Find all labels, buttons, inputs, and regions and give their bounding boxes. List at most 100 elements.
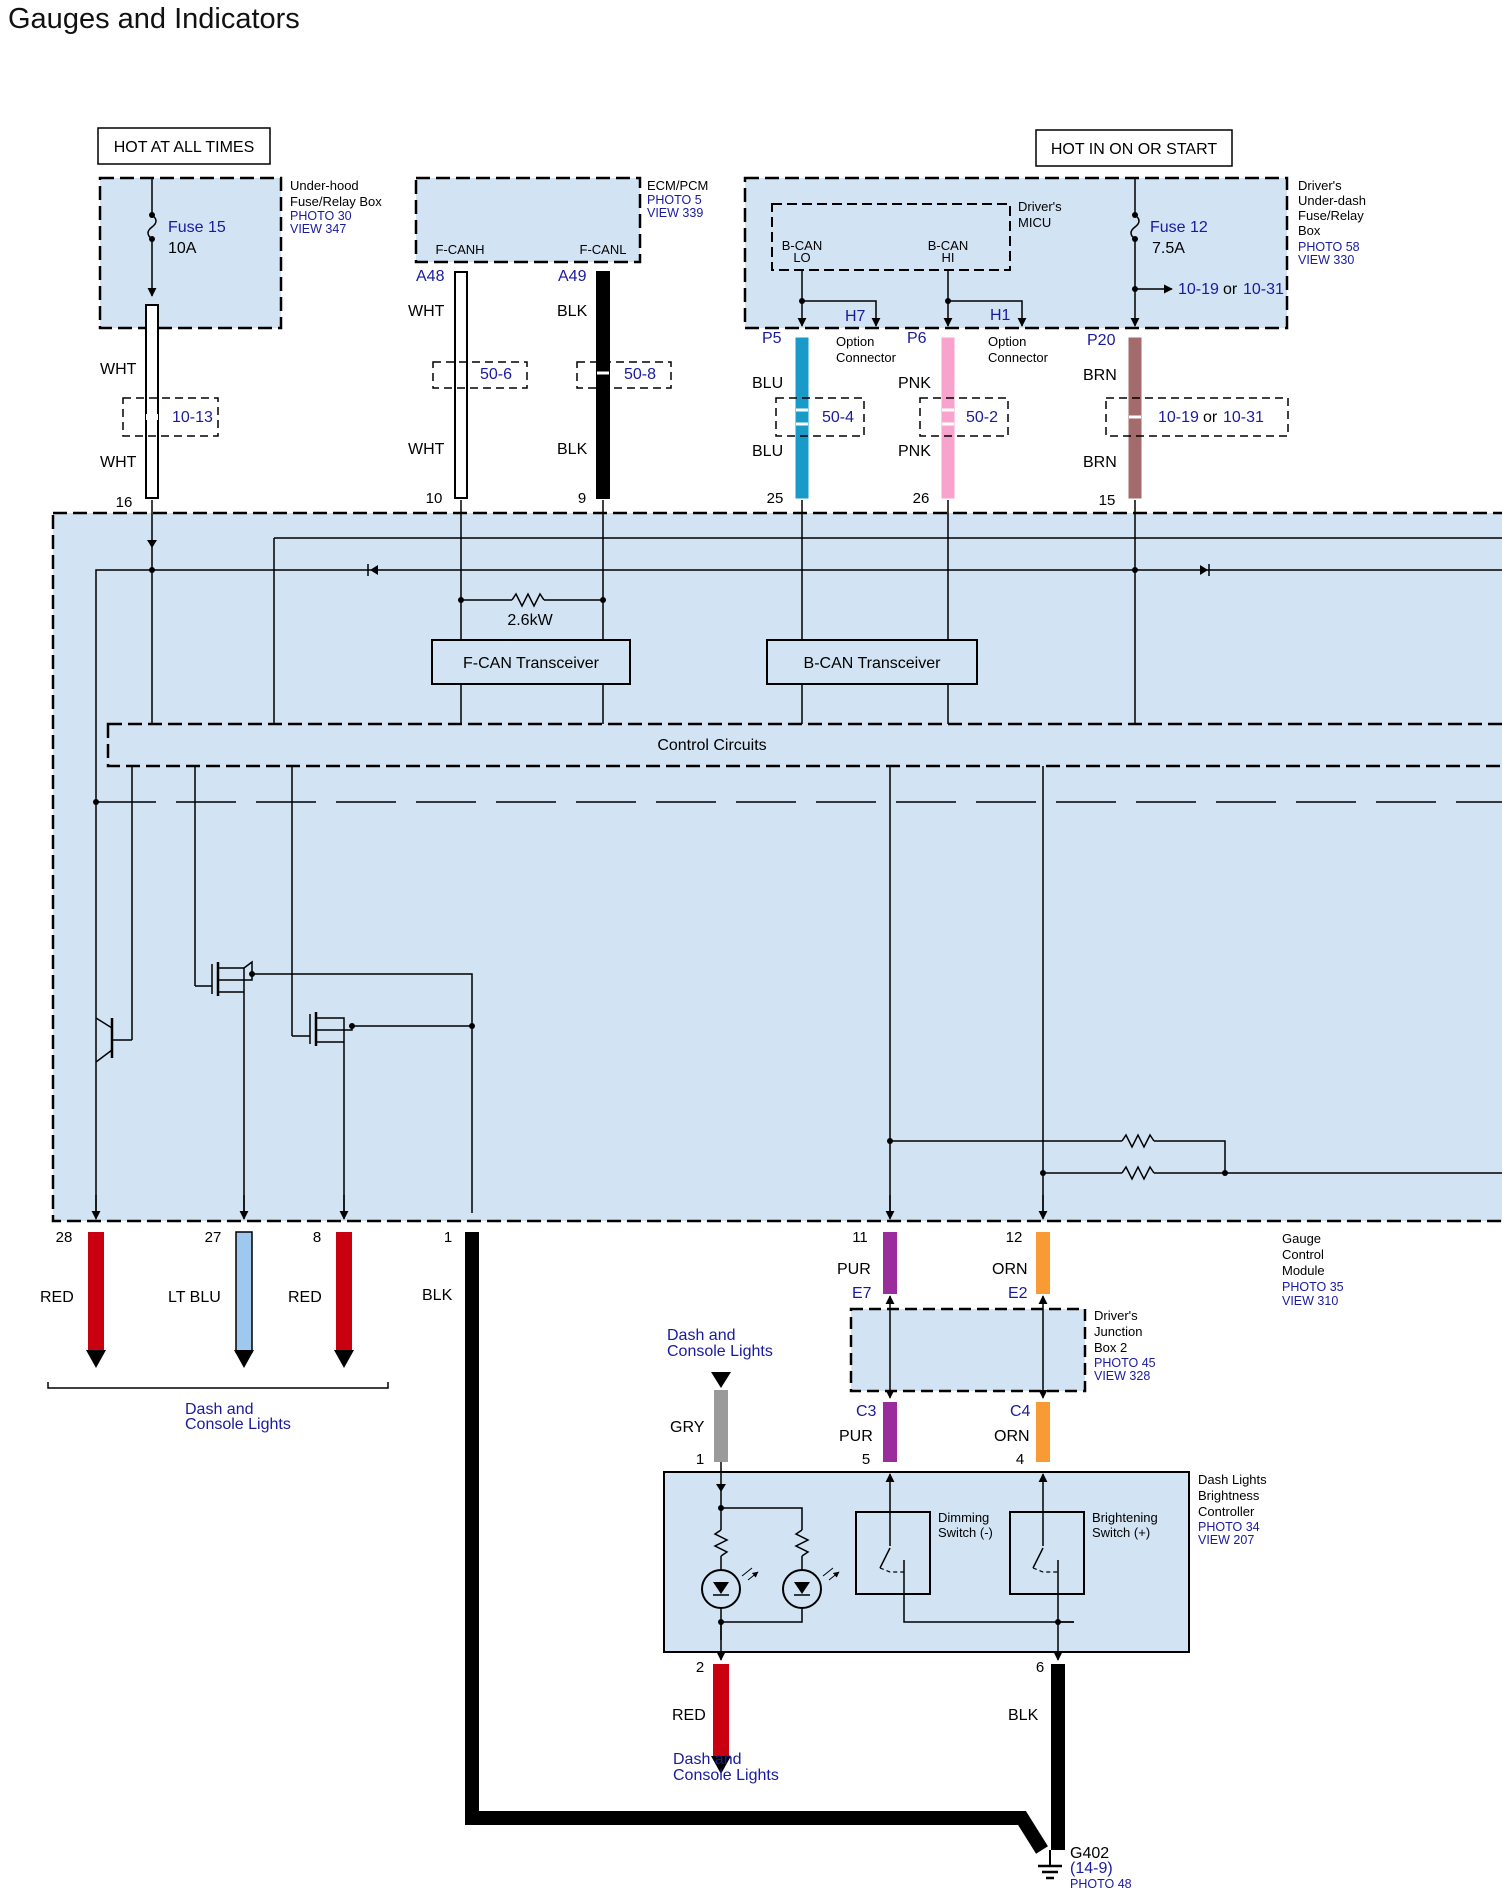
svg-text:1: 1 xyxy=(696,1451,704,1468)
svg-text:28: 28 xyxy=(56,1229,73,1246)
svg-text:Brightening: Brightening xyxy=(1092,1510,1158,1525)
svg-text:RED: RED xyxy=(288,1289,322,1306)
svg-text:Box: Box xyxy=(1298,223,1321,238)
svg-text:G402: G402 xyxy=(1070,1845,1109,1862)
svg-text:PHOTO 48: PHOTO 48 xyxy=(1070,1877,1132,1891)
fuse-15-rating: 10A xyxy=(168,240,197,257)
svg-text:WHT: WHT xyxy=(100,361,137,378)
svg-text:26: 26 xyxy=(913,490,930,507)
fuse-12-rating: 7.5A xyxy=(1152,240,1185,257)
svg-text:27: 27 xyxy=(205,1229,222,1246)
wire-gry-1 xyxy=(714,1390,728,1462)
svg-text:Switch (-): Switch (-) xyxy=(938,1525,993,1540)
svg-text:Module: Module xyxy=(1282,1263,1325,1278)
dimming-switch xyxy=(855,1511,931,1595)
svg-text:(14-9): (14-9) xyxy=(1070,1860,1113,1877)
connector-c4: C4 xyxy=(1010,1403,1031,1420)
svg-text:BLK: BLK xyxy=(1008,1707,1039,1724)
svg-text:12: 12 xyxy=(1006,1229,1023,1246)
page-title: Gauges and Indicators xyxy=(8,3,300,35)
svg-text:PHOTO 45: PHOTO 45 xyxy=(1094,1356,1156,1370)
svg-text:50-6: 50-6 xyxy=(480,366,512,383)
connector-a48: A48 xyxy=(416,268,445,285)
svg-text:10-31: 10-31 xyxy=(1243,281,1284,298)
hot-at-all-times-label: HOT AT ALL TIMES xyxy=(97,127,271,165)
svg-text:B-CAN: B-CAN xyxy=(782,238,822,253)
splice-50-2 xyxy=(919,397,1009,437)
connector-p5: P5 xyxy=(762,330,782,347)
resistor-label: 2.6kW xyxy=(507,612,553,629)
splice-50-6 xyxy=(432,361,528,389)
fuse-12-symbol xyxy=(1130,214,1140,240)
wire-red-2 xyxy=(713,1664,729,1758)
svg-text:VIEW 328: VIEW 328 xyxy=(1094,1369,1150,1383)
wire-blu-25 xyxy=(795,337,809,499)
svg-text:25: 25 xyxy=(767,490,784,507)
svg-text:10: 10 xyxy=(426,490,443,507)
svg-text:PNK: PNK xyxy=(898,375,931,392)
gauge-control-module: 16 10 9 25 26 15 2.6kW F-CAN Transceiver… xyxy=(51,490,1502,1308)
svg-text:PHOTO 58: PHOTO 58 xyxy=(1298,240,1360,254)
wire-pur-5 xyxy=(883,1402,897,1462)
underdash-fuse-box: Driver's MICU B-CAN LO B-CAN HI Fuse 12 … xyxy=(743,176,1366,330)
svg-text:Control Circuits: Control Circuits xyxy=(657,737,766,754)
connector-h7: H7 xyxy=(845,308,866,325)
svg-text:10-19: 10-19 xyxy=(1158,409,1199,426)
control-circuits xyxy=(106,722,1502,768)
svg-text:VIEW 330: VIEW 330 xyxy=(1298,253,1354,267)
brightening-switch xyxy=(1009,1511,1085,1595)
ecm-pcm: F-CANH F-CANL ECM/PCM PHOTO 5 VIEW 339 A… xyxy=(414,176,708,285)
svg-text:BLU: BLU xyxy=(752,375,783,392)
svg-text:ORN: ORN xyxy=(994,1428,1030,1445)
svg-text:LT BLU: LT BLU xyxy=(168,1289,221,1306)
wire-orn-12 xyxy=(1036,1232,1050,1294)
svg-text:WHT: WHT xyxy=(408,303,445,320)
svg-text:HI: HI xyxy=(942,250,955,265)
svg-text:PHOTO 35: PHOTO 35 xyxy=(1282,1280,1344,1294)
svg-text:Dash Lights: Dash Lights xyxy=(1198,1472,1267,1487)
svg-text:VIEW 347: VIEW 347 xyxy=(290,222,346,236)
connector-a49: A49 xyxy=(558,268,587,285)
svg-text:Box 2: Box 2 xyxy=(1094,1340,1127,1355)
splice-10-19-or-10-31 xyxy=(1105,397,1289,437)
svg-text:BRN: BRN xyxy=(1083,367,1117,384)
svg-text:HOT IN ON OR START: HOT IN ON OR START xyxy=(1051,141,1217,158)
ground-g402: G402 (14-9) PHOTO 48 xyxy=(1038,1845,1132,1891)
svg-text:Dimming: Dimming xyxy=(938,1510,989,1525)
wire-orn-4 xyxy=(1036,1402,1050,1462)
fuse-15-symbol xyxy=(147,214,157,240)
svg-text:GRY: GRY xyxy=(670,1419,705,1436)
svg-text:10-31: 10-31 xyxy=(1223,409,1264,426)
wire-pnk-26 xyxy=(941,337,955,499)
connector-p20: P20 xyxy=(1087,332,1116,349)
svg-text:Fuse/Relay Box: Fuse/Relay Box xyxy=(290,194,382,209)
svg-text:B-CAN: B-CAN xyxy=(928,238,968,253)
svg-text:9: 9 xyxy=(578,490,586,507)
lower-wires: RED LT BLU RED BLK PUR ORN E7 E2 Dash an… xyxy=(40,1231,1050,1854)
option-connector-h7-label: Option xyxy=(836,334,874,349)
option-connector-h1-label: Option xyxy=(988,334,1026,349)
svg-text:PUR: PUR xyxy=(837,1261,871,1278)
svg-text:16: 16 xyxy=(116,494,133,511)
hot-in-on-or-start-label: HOT IN ON OR START xyxy=(1035,129,1233,167)
svg-text:VIEW 310: VIEW 310 xyxy=(1282,1294,1338,1308)
upper-wires: 10-13 50-6 50-8 50-4 50-2 10-19 or 10-31… xyxy=(100,271,1289,499)
svg-text:or: or xyxy=(1223,281,1238,298)
svg-text:Dash and: Dash and xyxy=(667,1327,736,1344)
splice-50-8 xyxy=(576,361,672,389)
wire-wht-10 xyxy=(454,271,468,499)
svg-text:Console Lights: Console Lights xyxy=(673,1767,779,1784)
svg-text:VIEW 207: VIEW 207 xyxy=(1198,1533,1254,1547)
svg-text:Dash and: Dash and xyxy=(185,1401,254,1418)
svg-text:Under-hood: Under-hood xyxy=(290,178,359,193)
svg-text:ECM/PCM: ECM/PCM xyxy=(647,178,708,193)
svg-text:BRN: BRN xyxy=(1083,454,1117,471)
fuse-12-label: Fuse 12 xyxy=(1150,219,1208,236)
svg-text:50-4: 50-4 xyxy=(822,409,854,426)
svg-text:VIEW 339: VIEW 339 xyxy=(647,206,703,220)
svg-text:Driver's: Driver's xyxy=(1298,178,1342,193)
svg-text:11: 11 xyxy=(852,1229,868,1246)
svg-text:BLK: BLK xyxy=(422,1287,453,1304)
svg-text:Junction: Junction xyxy=(1094,1324,1142,1339)
